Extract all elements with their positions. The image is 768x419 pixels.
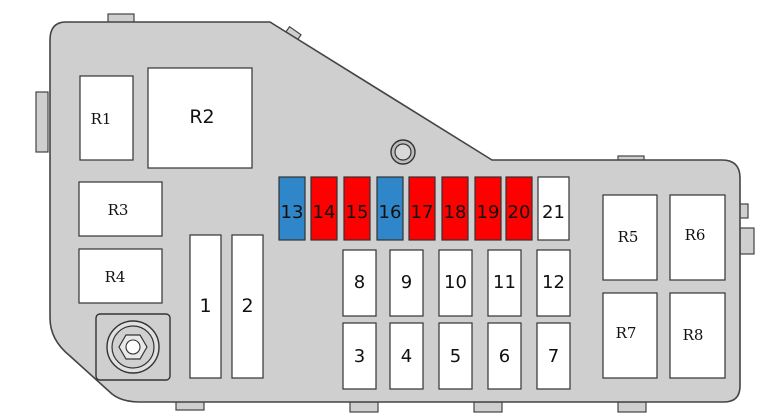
fuse-19-body — [474, 176, 502, 241]
fuse-9: 9 — [389, 249, 424, 317]
relay-r7: R7 — [602, 292, 658, 379]
fuse-17: 17 — [408, 176, 436, 241]
relay-r7-label: R7 — [616, 324, 637, 342]
fuse-10: 10 — [438, 249, 473, 317]
fuse-17-body — [408, 176, 436, 241]
fuse-21-label: 21 — [542, 202, 565, 223]
bottom-tab-3 — [473, 401, 503, 413]
fuse-18-label: 18 — [444, 202, 467, 223]
fuse-18-body — [441, 176, 469, 241]
fuse-20: 20 — [505, 176, 533, 241]
fuse-6-label: 6 — [499, 346, 510, 367]
fuse-7-label: 7 — [548, 346, 559, 367]
fuse-21: 21 — [537, 176, 570, 241]
fuse-2: 2 — [231, 234, 264, 379]
fuse-1: 1 — [189, 234, 222, 379]
fuse-5: 5 — [438, 322, 473, 390]
relay-r5: R5 — [602, 194, 658, 281]
relay-r8: R8 — [669, 292, 726, 379]
fuse-15-label: 15 — [346, 202, 369, 223]
fuse-3: 3 — [342, 322, 377, 390]
relay-r3: R3 — [78, 181, 163, 237]
fuse-12-label: 12 — [542, 272, 565, 293]
fuse-2-label: 2 — [241, 295, 253, 317]
relay-r6-label: R6 — [685, 226, 706, 244]
fuse-18: 18 — [441, 176, 469, 241]
fuse-16: 16 — [376, 176, 404, 241]
fuse-13-body — [278, 176, 306, 241]
relay-r4-label: R4 — [105, 268, 126, 286]
relay-r5-label: R5 — [618, 228, 639, 246]
fuse-16-body — [376, 176, 404, 241]
mounting-hole — [390, 139, 416, 165]
fuse-13-label: 13 — [281, 202, 304, 223]
bolt-terminal — [95, 313, 171, 381]
fuse-4: 4 — [389, 322, 424, 390]
fuse-7: 7 — [536, 322, 571, 390]
fuse-16-label: 16 — [379, 202, 402, 223]
fuse-15: 15 — [343, 176, 371, 241]
fuse-12: 12 — [536, 249, 571, 317]
fuse-4-label: 4 — [401, 346, 412, 367]
fuse-8: 8 — [342, 249, 377, 317]
fuse-20-label: 20 — [508, 202, 531, 223]
fuse-11: 11 — [487, 249, 522, 317]
right-tab-lower — [739, 227, 755, 255]
fuse-17-label: 17 — [411, 202, 434, 223]
fuse-11-label: 11 — [493, 272, 516, 293]
fuse-19-label: 19 — [477, 202, 500, 223]
fuse-9-label: 9 — [401, 272, 412, 293]
bottom-tab-2 — [349, 401, 379, 413]
fuse-21-body — [537, 176, 570, 241]
fuse-8-label: 8 — [354, 272, 365, 293]
relay-r4: R4 — [78, 248, 163, 304]
fuse-1-label: 1 — [199, 295, 211, 317]
bottom-tab-4 — [617, 401, 647, 413]
fuse-19: 19 — [474, 176, 502, 241]
relay-r3-label: R3 — [108, 201, 129, 219]
fuse-14-label: 14 — [313, 202, 336, 223]
relay-r2-label: R2 — [189, 106, 214, 128]
fuse-14: 14 — [310, 176, 338, 241]
relay-r8-label: R8 — [683, 326, 704, 344]
fuse-6: 6 — [487, 322, 522, 390]
relay-r6: R6 — [669, 194, 726, 281]
fuse-10-label: 10 — [444, 272, 467, 293]
fuse-20-body — [505, 176, 533, 241]
fuse-3-label: 3 — [354, 346, 365, 367]
relay-r1: R1 — [79, 75, 134, 161]
left-ledge — [35, 91, 49, 153]
relay-r1-label: R1 — [91, 110, 112, 128]
fuse-15-body — [343, 176, 371, 241]
fuse-5-label: 5 — [450, 346, 461, 367]
fuse-13: 13 — [278, 176, 306, 241]
relay-r2: R2 — [147, 67, 253, 169]
fuse-14-body — [310, 176, 338, 241]
